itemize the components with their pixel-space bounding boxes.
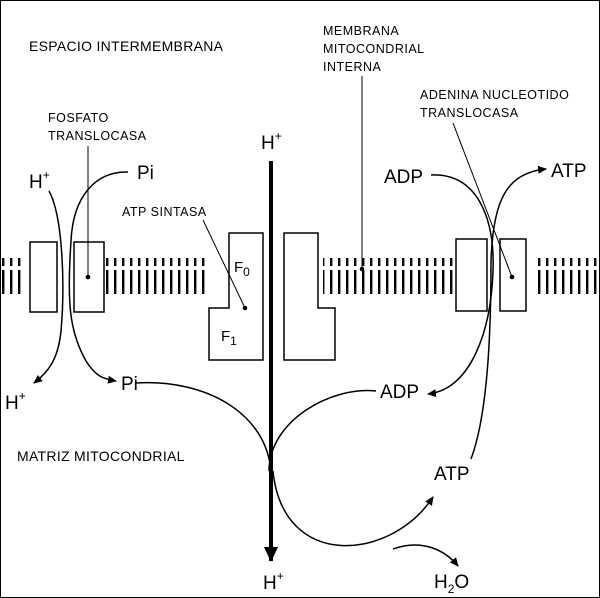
adp-in-label: ADP bbox=[380, 382, 419, 403]
phosphate-translocase-label-line-1: FOSFATO bbox=[48, 111, 109, 125]
inner-membrane bbox=[1, 256, 599, 296]
pointer-dot bbox=[242, 305, 248, 311]
membrane-segment bbox=[533, 256, 599, 296]
pointer-dot bbox=[85, 274, 91, 280]
phosphate-out-label: Pi bbox=[137, 163, 154, 184]
phosphate-translocase-protein bbox=[29, 241, 105, 313]
proton-symport-arrow bbox=[33, 190, 64, 384]
intermembrane-space-label: ESPACIO INTERMEMBRANA bbox=[29, 38, 224, 54]
atp-synthase-pointer bbox=[202, 219, 246, 309]
adenine-translocase-pointer bbox=[452, 122, 513, 278]
atp-synthesis-arrow bbox=[272, 470, 434, 547]
adp-out-label: ADP bbox=[384, 167, 423, 188]
adp-import-arrow bbox=[427, 174, 494, 398]
adenine-translocase-protein bbox=[455, 238, 527, 312]
phosphate-to-synthase-arrow bbox=[135, 381, 272, 472]
adp-to-synthase-arrow bbox=[268, 389, 377, 472]
adenine-translocase-label-line-2: TRANSLOCASA bbox=[420, 106, 519, 120]
adenine-translocase-label-line-1: ADENINA NUCLEOTIDO bbox=[420, 88, 569, 102]
atp-out-label: ATP bbox=[551, 161, 587, 182]
membrane-segment bbox=[1, 256, 24, 296]
pointer-dot bbox=[509, 274, 515, 280]
atp-export-arrow bbox=[470, 165, 547, 460]
phosphate-translocase-label-line-2: TRANSLOCASA bbox=[48, 129, 147, 143]
atp-synthase-label: ATP SINTASA bbox=[122, 205, 207, 219]
proton-out-center-label: H+ bbox=[261, 129, 282, 154]
membrane-label-line-3: INTERNA bbox=[323, 60, 382, 74]
f0-subunit-label: F0 bbox=[234, 259, 250, 279]
proton-in-center-label: H+ bbox=[263, 569, 284, 594]
atp-synthase-protein bbox=[208, 232, 336, 361]
phosphate-in-label: Pi bbox=[121, 374, 138, 395]
proton-in-left-label: H+ bbox=[5, 389, 26, 414]
membrane-label-line-1: MEMBRANA bbox=[323, 24, 399, 38]
water-label: H2O bbox=[434, 572, 469, 596]
pointer-dot bbox=[359, 266, 365, 272]
membrane-segment bbox=[323, 256, 453, 296]
atp-in-label: ATP bbox=[434, 464, 470, 485]
matrix-label: MATRIZ MITOCONDRIAL bbox=[17, 448, 185, 464]
proton-out-left-label: H+ bbox=[29, 168, 50, 193]
f1-subunit-label: F1 bbox=[221, 328, 237, 348]
membrane-label-line-2: MITOCONDRIAL bbox=[323, 42, 425, 56]
membrane-segment bbox=[105, 256, 207, 296]
water-release-arrow bbox=[392, 544, 459, 567]
phosphate-import-arrow bbox=[68, 171, 129, 384]
